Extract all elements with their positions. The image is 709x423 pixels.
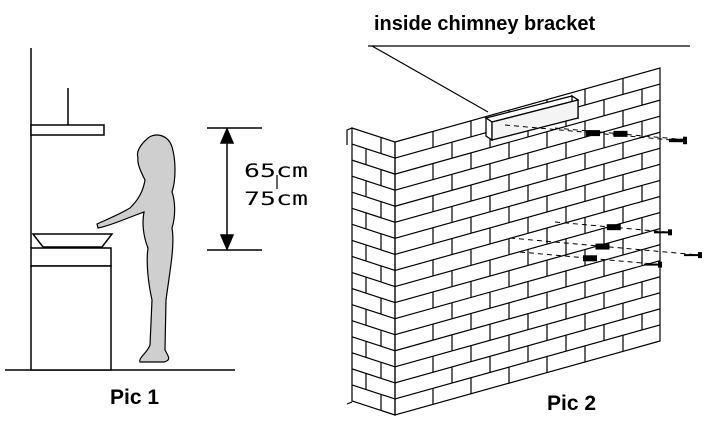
pic1-caption: Pic 1 [110, 386, 159, 409]
screw-head [658, 261, 662, 268]
fixing-guide-line [519, 251, 661, 266]
wall-plug [613, 130, 628, 137]
height-dimension [207, 127, 278, 251]
side-mortar-course [351, 384, 396, 400]
height-min-label: 65cm [244, 160, 308, 182]
wall-edge [346, 127, 353, 405]
side-mortar-course [351, 191, 396, 207]
mortar-course [394, 195, 661, 272]
pic1-kitchen-scene [5, 48, 235, 371]
side-mortar-course [351, 175, 396, 191]
chimney-bracket [484, 94, 580, 142]
side-mortar-course [351, 320, 396, 336]
kitchen-counter [30, 247, 112, 267]
dim-arrow-up [219, 127, 235, 144]
cooker-hood [30, 124, 105, 136]
fixing-guide-line [509, 237, 701, 256]
mortar-course [394, 324, 661, 400]
side-mortar-course [351, 239, 396, 255]
wall-plug [595, 243, 610, 250]
bracket-callout-leader [368, 45, 690, 113]
mortar-course [394, 99, 661, 175]
mortar-course [394, 131, 661, 207]
counter-cabinet [30, 265, 112, 371]
pic2-caption: Pic 2 [547, 392, 596, 415]
side-mortar-course [351, 159, 396, 175]
mortar-course [394, 228, 661, 304]
side-mortar-course [351, 271, 396, 288]
side-mortar-course [351, 368, 396, 384]
wall-plug [583, 255, 597, 262]
side-mortar-course [351, 223, 396, 239]
person-silhouette [96, 134, 176, 363]
wall-fixings [504, 124, 702, 268]
mortar-course [394, 260, 661, 336]
screw-head [683, 136, 687, 143]
screw-head [668, 229, 672, 236]
side-mortar-course [351, 352, 396, 368]
wall-plug [586, 130, 600, 137]
side-mortar-course [351, 143, 396, 159]
side-face-outline [351, 127, 396, 416]
mortar-course [394, 292, 661, 368]
side-mortar-course [351, 304, 396, 320]
side-mortar-course [351, 255, 396, 272]
cooking-pan [31, 233, 114, 248]
height-max-label: 75cm [244, 188, 308, 210]
side-mortar-course [351, 288, 396, 304]
side-mortar-course [351, 207, 396, 223]
mortar-course [394, 163, 661, 239]
dim-arrow-down [219, 234, 235, 251]
brick-wall-side-face [346, 127, 396, 416]
bracket-callout-label: inside chimney bracket [374, 13, 596, 35]
wall-plug [606, 224, 621, 231]
side-mortar-course [351, 336, 396, 352]
screw-head [698, 252, 702, 259]
